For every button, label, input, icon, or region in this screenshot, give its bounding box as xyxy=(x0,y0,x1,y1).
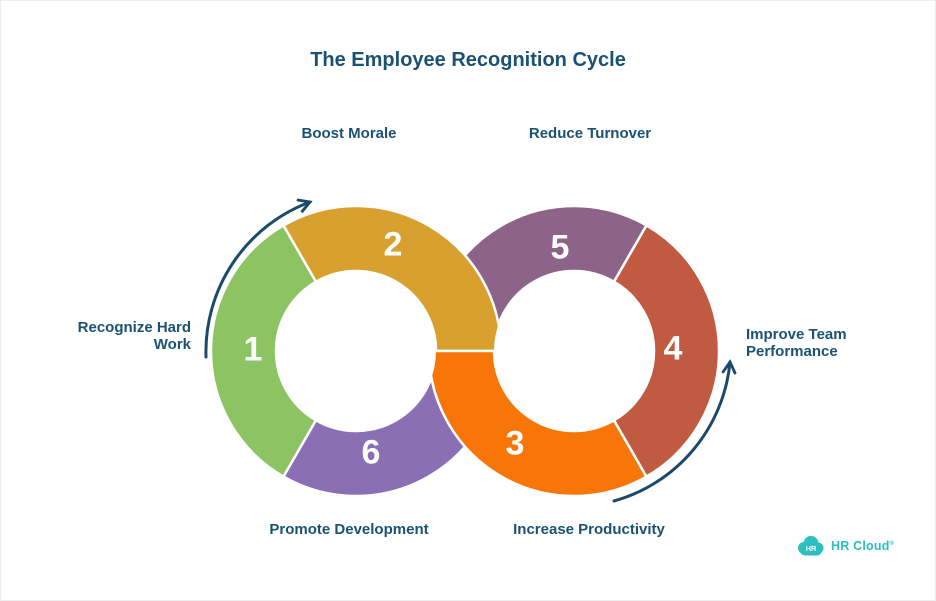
hr-cloud-logo-icon: HR xyxy=(798,536,824,556)
segment-2-number: 2 xyxy=(383,225,403,264)
segment-1-number: 1 xyxy=(243,330,263,369)
left-donut-hole xyxy=(276,271,436,431)
cycle-arrow-left xyxy=(204,198,313,359)
segment-4-arc xyxy=(612,224,721,478)
label-recognize-hard-work: Recognize Hard Work xyxy=(77,319,191,354)
label-increase-productivity: Increase Productivity xyxy=(513,521,665,538)
segment-5-number: 5 xyxy=(550,228,570,267)
hr-cloud-logo: HR HR Cloud® xyxy=(796,535,894,556)
segment-6-number: 6 xyxy=(361,433,381,472)
right-donut-hole xyxy=(494,271,654,431)
page-title: The Employee Recognition Cycle xyxy=(310,49,626,71)
segment-3-number: 3 xyxy=(505,424,525,463)
trademark-symbol: ® xyxy=(889,540,895,547)
label-reduce-turnover: Reduce Turnover xyxy=(528,125,652,142)
label-improve-team-performance: Improve Team Performance xyxy=(746,326,847,361)
cycle-arrow-right xyxy=(612,359,737,503)
label-promote-development: Promote Development xyxy=(269,521,429,538)
hr-cloud-badge-text: HR xyxy=(806,544,817,553)
segment-1-arc xyxy=(209,224,318,478)
hr-cloud-logo-text: HR Cloud® xyxy=(831,538,895,553)
label-boost-morale: Boost Morale xyxy=(301,125,397,142)
segment-4-number: 4 xyxy=(663,329,683,368)
